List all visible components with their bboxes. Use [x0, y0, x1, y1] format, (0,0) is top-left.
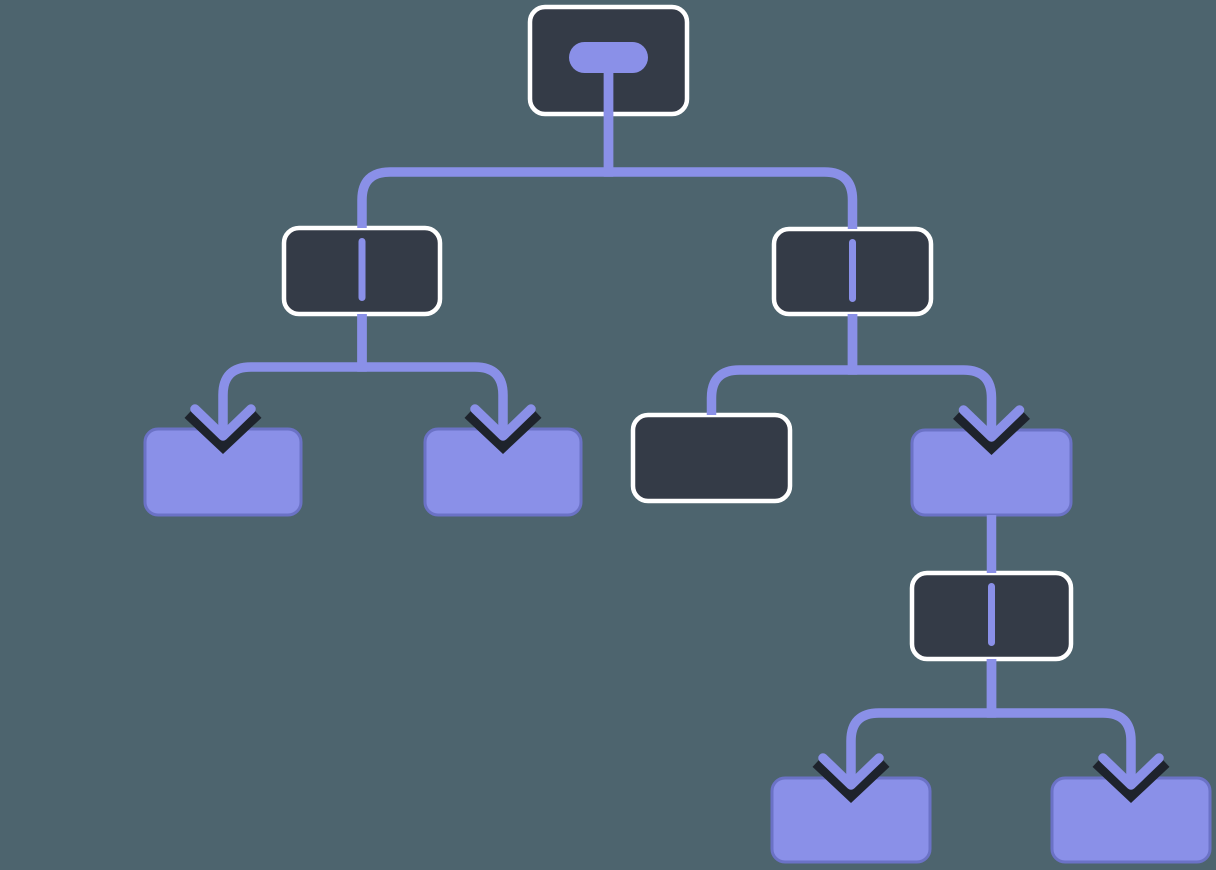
connector-branch-right-to-leaf-3 — [847, 314, 997, 434]
connector-branch-right-to-dark-leaf — [706, 314, 858, 415]
edge-layer — [184, 73, 1170, 803]
arrow-down-icon — [818, 753, 884, 790]
tree-node-branch-left[interactable] — [281, 225, 443, 317]
arrow-shadow-chevron-icon — [184, 406, 262, 454]
tree-node-branch-bottom[interactable] — [909, 570, 1074, 662]
vertical-line-icon — [988, 583, 995, 646]
connector-branch-left-to-leaf-1 — [218, 314, 367, 433]
arrow-down-icon — [1098, 753, 1164, 790]
tree-node-root[interactable] — [527, 4, 690, 117]
vertical-line-icon — [358, 238, 366, 301]
tree-node-dark-leaf[interactable] — [630, 412, 793, 504]
arrow-shadow-chevron-icon — [953, 407, 1030, 455]
node-layer — [143, 4, 1212, 864]
arrow-down-icon — [190, 404, 256, 441]
tree-node-branch-right[interactable] — [771, 226, 934, 317]
arrow-shadow-chevron-icon — [1092, 755, 1170, 803]
connector-root-to-branch-left — [357, 73, 614, 228]
node-box-dark[interactable] — [630, 412, 793, 504]
arrow-down-icon — [958, 405, 1025, 442]
arrow-shadow-chevron-icon — [464, 406, 542, 454]
root-pill-icon — [569, 42, 648, 73]
arrow-shadow-chevron-icon — [812, 755, 890, 803]
vertical-line-icon — [849, 239, 856, 302]
connector-branch-left-to-leaf-2 — [357, 314, 508, 433]
arrow-down-icon — [470, 404, 536, 441]
connector-branch-bottom-to-leaf-4 — [846, 659, 997, 782]
connector-branch-bottom-to-leaf-5 — [986, 659, 1136, 782]
connector-root-to-branch-right — [603, 73, 858, 229]
